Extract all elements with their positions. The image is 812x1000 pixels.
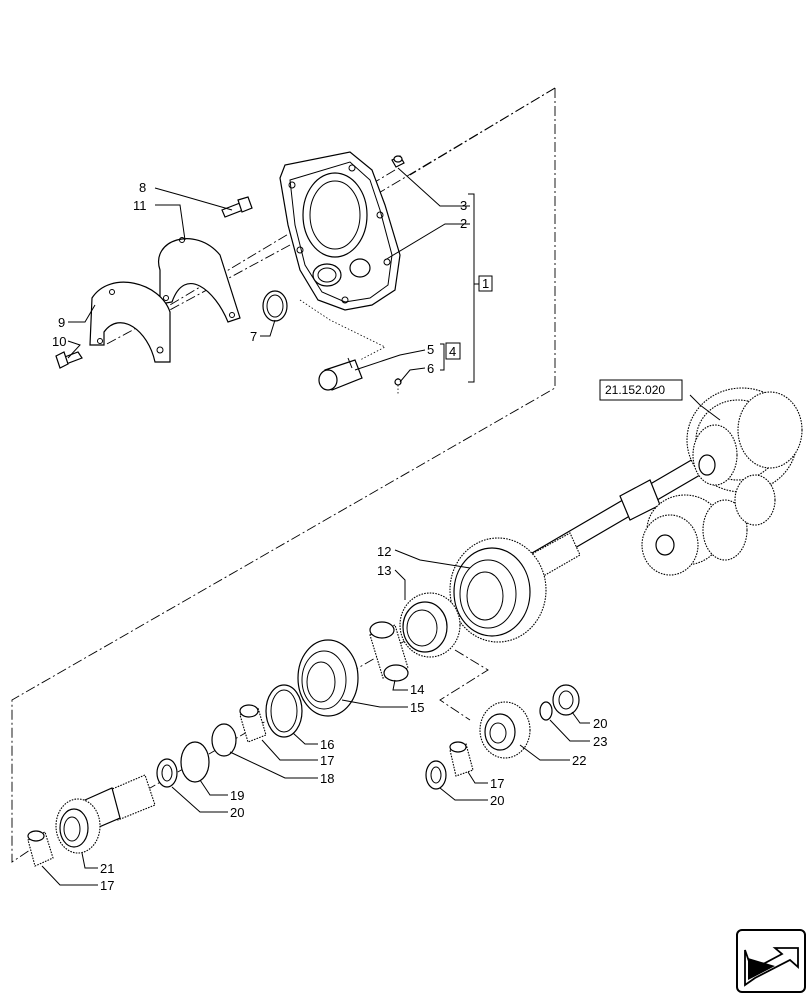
ball-6 xyxy=(394,378,402,386)
gear-shaft-21 xyxy=(55,774,156,854)
callout-20-lower: 20 xyxy=(490,793,504,808)
housing-cover xyxy=(279,151,401,311)
washer-20-lower xyxy=(425,760,447,790)
callout-11: 11 xyxy=(133,198,147,213)
needle-bearing-14 xyxy=(369,621,409,682)
leader-lines xyxy=(41,167,721,886)
callout-20-right: 20 xyxy=(593,716,607,731)
gear-22 xyxy=(479,701,531,759)
washer-20 xyxy=(156,758,178,788)
arrow-nav-icon[interactable] xyxy=(736,929,806,993)
callout-16: 16 xyxy=(320,737,334,752)
callout-10: 10 xyxy=(52,334,66,349)
reference-box xyxy=(599,379,683,401)
callout-labels: 8 11 3 2 1 7 9 10 5 6 4 21.152.020 12 13… xyxy=(52,180,683,893)
dowel-pin xyxy=(391,155,405,168)
callout-19: 19 xyxy=(230,788,244,803)
bolt-8 xyxy=(221,196,253,218)
callout-22: 22 xyxy=(572,753,586,768)
callout-5: 5 xyxy=(427,342,434,357)
shim-plate xyxy=(157,237,241,323)
pin-5 xyxy=(318,357,363,391)
callout-8: 8 xyxy=(139,180,146,195)
group-box-1 xyxy=(478,275,493,292)
washer-20-right xyxy=(552,684,580,716)
callout-1: 1 xyxy=(482,276,489,291)
snap-ring-7 xyxy=(262,290,288,322)
reference-code: 21.152.020 xyxy=(605,383,665,397)
callout-13: 13 xyxy=(377,563,391,578)
callout-15: 15 xyxy=(410,700,424,715)
callout-17-center: 17 xyxy=(320,753,334,768)
callout-17-right: 17 xyxy=(490,776,504,791)
callout-18: 18 xyxy=(320,771,334,786)
callout-2: 2 xyxy=(460,216,467,231)
callout-17-left: 17 xyxy=(100,878,114,893)
shaft-assembly xyxy=(519,387,803,579)
callout-23: 23 xyxy=(593,734,607,749)
group-box-4 xyxy=(445,342,461,360)
needle-bearing-17-left xyxy=(27,830,54,867)
callout-4: 4 xyxy=(449,344,456,359)
circlip-19 xyxy=(180,741,210,783)
needle-bearing-17 xyxy=(239,704,267,743)
callout-12: 12 xyxy=(377,544,391,559)
ball-bearing-15 xyxy=(297,639,359,717)
half-ring-plate xyxy=(89,281,171,363)
snap-ring-23 xyxy=(539,701,553,721)
bolt-10 xyxy=(55,351,83,369)
snap-ring-18 xyxy=(211,723,237,757)
callout-9: 9 xyxy=(58,315,65,330)
callout-6: 6 xyxy=(427,361,434,376)
synchronizer-hub xyxy=(449,537,547,643)
callout-20-left: 20 xyxy=(230,805,244,820)
callout-14: 14 xyxy=(410,682,424,697)
ring-16 xyxy=(265,684,303,738)
callout-21: 21 xyxy=(100,861,114,876)
gear-13 xyxy=(399,592,461,658)
needle-bearing-17-right xyxy=(449,741,474,777)
callout-3: 3 xyxy=(460,198,467,213)
callout-7: 7 xyxy=(250,329,257,344)
